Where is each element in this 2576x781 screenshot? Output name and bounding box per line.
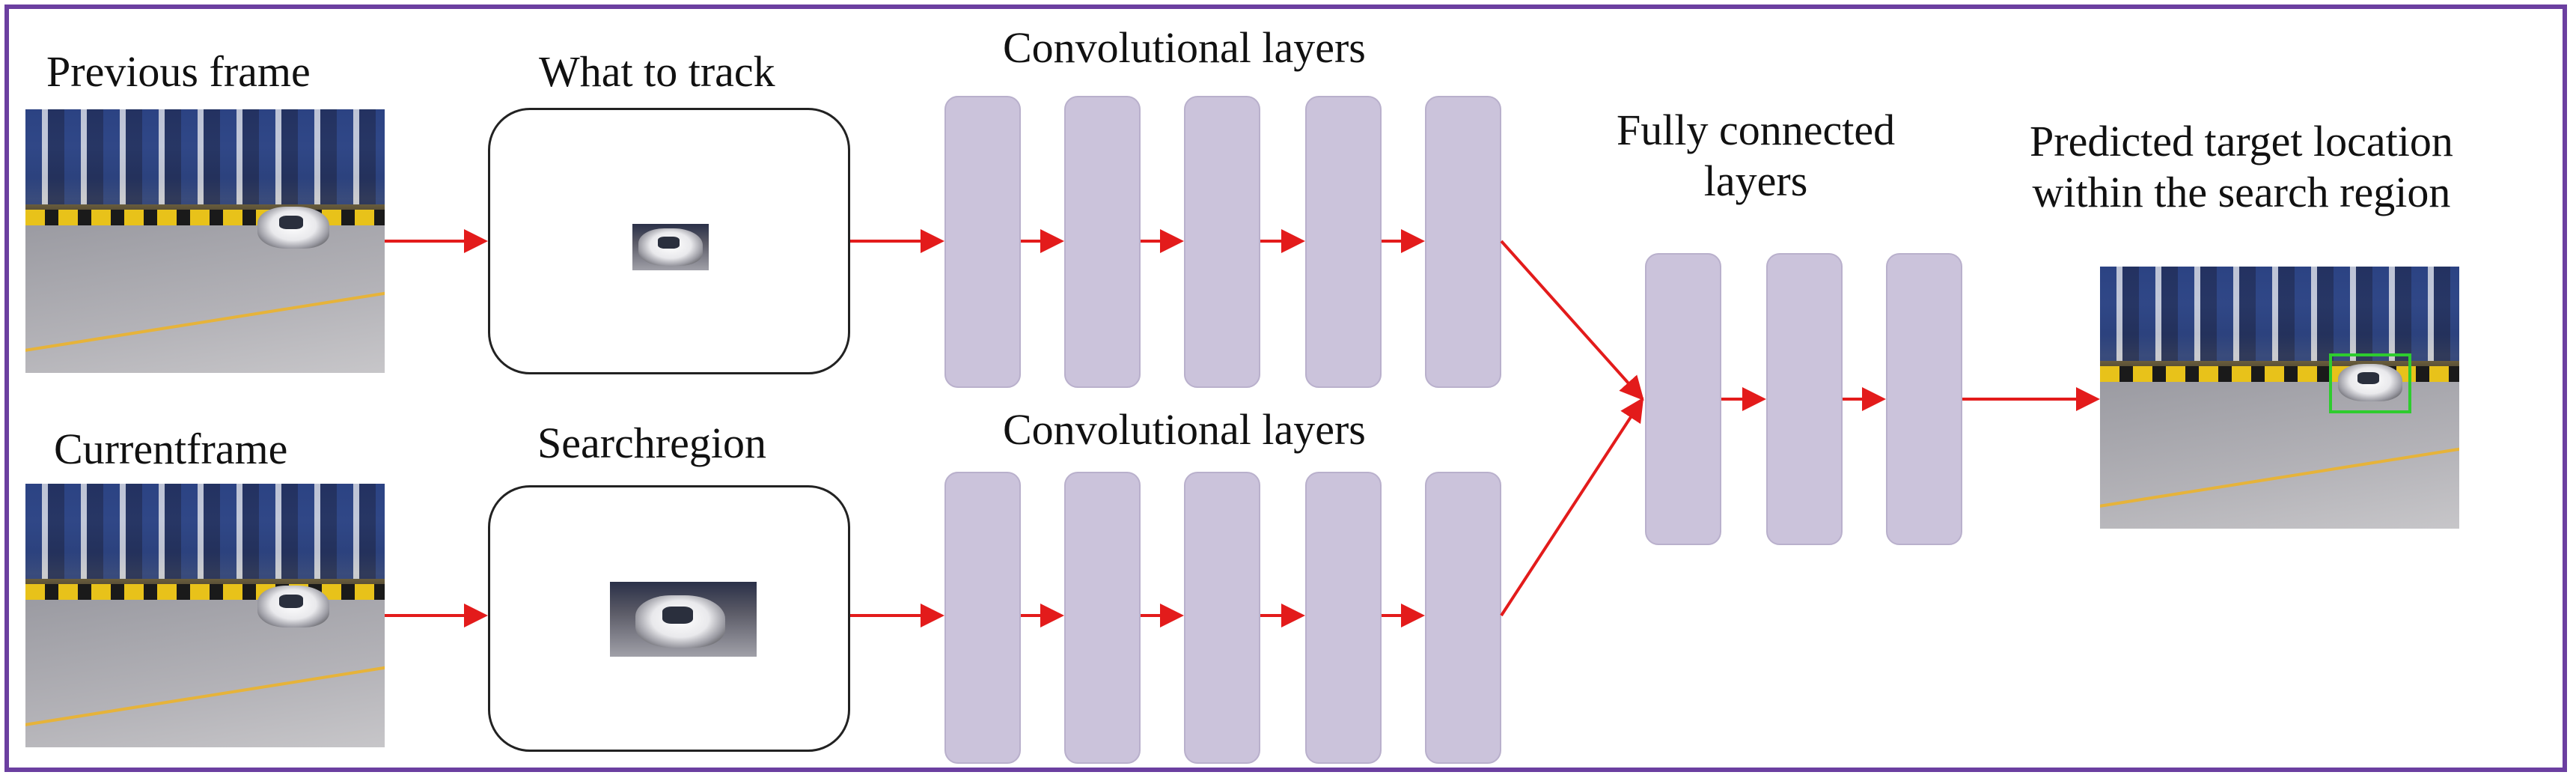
search-crop-image [610, 582, 757, 657]
predicted-line2: within the search region [2032, 168, 2451, 217]
current-frame-image [25, 484, 385, 747]
conv-layer-bottom-2 [1064, 472, 1141, 764]
search-region-label: Searchregion [537, 419, 766, 467]
fc-layer-3 [1886, 253, 1962, 545]
prediction-image [2100, 267, 2459, 529]
what-to-track-label: What to track [539, 47, 775, 96]
fc-layer-2 [1766, 253, 1843, 545]
conv-layer-top-1 [944, 96, 1021, 388]
conv-layer-bottom-5 [1425, 472, 1501, 764]
current-frame-label: Currentframe [54, 425, 288, 473]
predicted-location-label: Predicted target location within the sea… [2030, 116, 2453, 219]
fully-connected-label: Fully connected layers [1617, 105, 1895, 207]
conv-layer-top-2 [1064, 96, 1141, 388]
fc-layer-1 [1645, 253, 1721, 545]
search-region-box [488, 485, 850, 752]
fully-connected-line1: Fully connected [1617, 106, 1896, 154]
conv-layers-top-label: Convolutional layers [1003, 23, 1366, 72]
previous-frame-label: Previous frame [46, 47, 311, 96]
conv-layer-bottom-1 [944, 472, 1021, 764]
conv-layer-bottom-4 [1305, 472, 1382, 764]
conv-layer-top-4 [1305, 96, 1382, 388]
conv-layers-bottom-label: Convolutional layers [1003, 405, 1366, 454]
what-to-track-box [488, 108, 850, 374]
fully-connected-line2: layers [1703, 156, 1808, 206]
previous-frame-image [25, 109, 385, 373]
arrow-conv-bottom-to-fc [1500, 397, 1644, 617]
conv-layer-bottom-3 [1184, 472, 1260, 764]
target-crop-image [632, 224, 709, 270]
predicted-line1: Predicted target location [2030, 117, 2453, 165]
conv-layer-top-3 [1184, 96, 1260, 388]
predicted-bounding-box [2329, 353, 2411, 413]
arrow-conv-top-to-fc [1500, 240, 1644, 401]
